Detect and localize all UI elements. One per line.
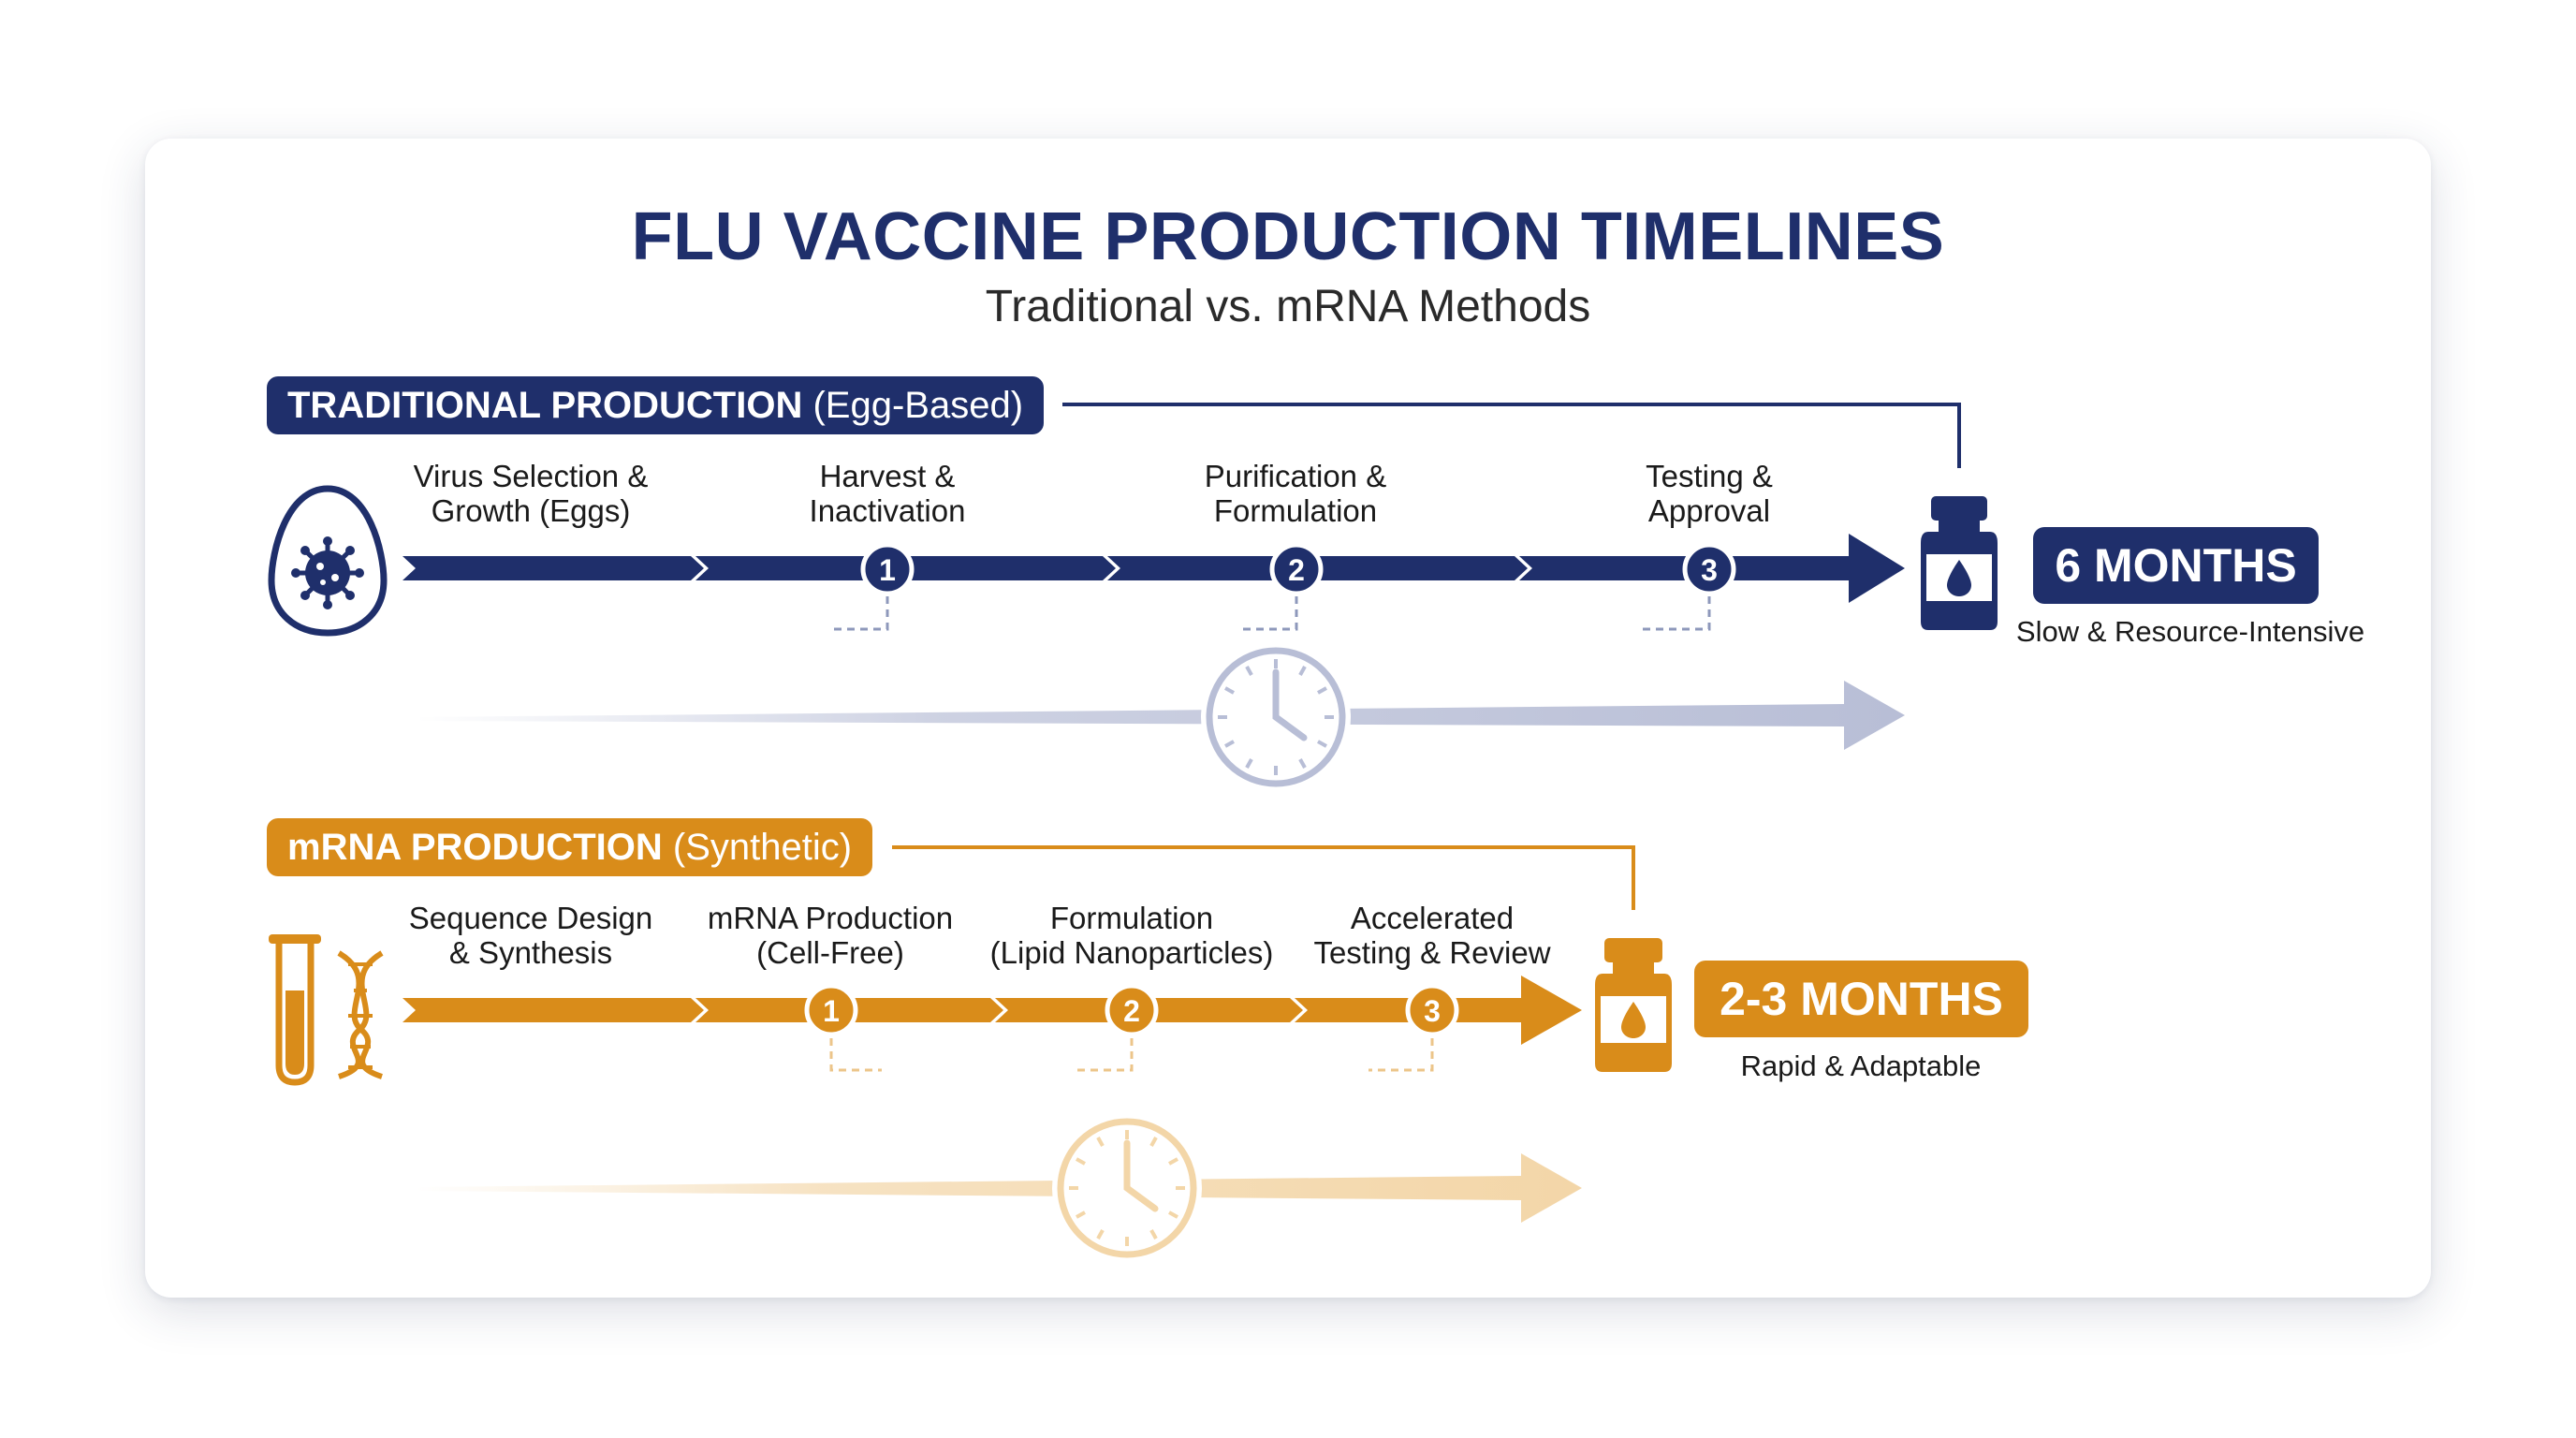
mrna-section-header: mRNA PRODUCTION (Synthetic) <box>267 818 873 876</box>
mrna-header-connector <box>892 845 1635 910</box>
mrna-marker-1: 1 <box>804 983 858 1037</box>
traditional-time-arrow <box>417 681 1905 750</box>
mrna-step-2-label: mRNA Production(Cell-Free) <box>707 901 954 970</box>
traditional-header-light: (Egg-Based) <box>812 385 1024 426</box>
svg-text:3: 3 <box>1701 553 1718 587</box>
traditional-clock-icon <box>1201 642 1351 792</box>
mrna-vaccine-vial-icon <box>1595 938 1672 1072</box>
traditional-marker-3: 3 <box>1682 542 1736 596</box>
mrna-marker-3: 3 <box>1405 983 1459 1037</box>
page-subtitle: Traditional vs. mRNA Methods <box>985 282 1591 331</box>
traditional-duration-caption: Slow & Resource-Intensive <box>2015 615 2365 648</box>
svg-text:2: 2 <box>1288 553 1305 587</box>
traditional-timeline-arrow <box>402 534 1905 603</box>
test-tube-dna-icon <box>269 934 384 1086</box>
mrna-header-bold: mRNA PRODUCTION <box>287 827 663 868</box>
mrna-marker-2: 2 <box>1105 983 1159 1037</box>
mrna-clock-icon <box>1052 1113 1202 1263</box>
traditional-header-bold: TRADITIONAL PRODUCTION <box>287 385 803 426</box>
mrna-duration-caption: Rapid & Adaptable <box>1740 1049 1982 1082</box>
traditional-vaccine-vial-icon <box>1921 496 1998 630</box>
mrna-step-leaders <box>829 1038 1434 1072</box>
traditional-duration-badge: 6 MONTHS <box>2033 527 2319 604</box>
page-title: FLU VACCINE PRODUCTION TIMELINES <box>631 199 1945 274</box>
traditional-marker-1: 1 <box>860 542 915 596</box>
svg-text:1: 1 <box>823 994 840 1028</box>
svg-text:2: 2 <box>1123 994 1140 1028</box>
mrna-time-arrow <box>417 1153 1582 1223</box>
traditional-step-leaders <box>828 596 1711 631</box>
svg-text:1: 1 <box>879 553 896 587</box>
traditional-step-4-label: Testing &Approval <box>1646 459 1773 528</box>
svg-text:3: 3 <box>1424 994 1441 1028</box>
traditional-step-3-label: Purification &Formulation <box>1204 459 1387 528</box>
traditional-header-connector <box>1062 403 1961 468</box>
mrna-timeline-arrow <box>402 976 1582 1045</box>
mrna-step-3-label: Formulation(Lipid Nanoparticles) <box>989 901 1274 970</box>
traditional-section-header: TRADITIONAL PRODUCTION (Egg-Based) <box>267 376 1045 434</box>
mrna-header-light: (Synthetic) <box>672 827 853 868</box>
traditional-step-1-label: Virus Selection &Growth (Eggs) <box>413 459 649 528</box>
mrna-duration-badge: 2-3 MONTHS <box>1694 961 2028 1037</box>
traditional-step-2-label: Harvest &Inactivation <box>809 459 966 528</box>
traditional-marker-2: 2 <box>1269 542 1324 596</box>
egg-virus-icon <box>268 485 388 637</box>
mrna-step-1-label: Sequence Design& Synthesis <box>408 901 653 970</box>
